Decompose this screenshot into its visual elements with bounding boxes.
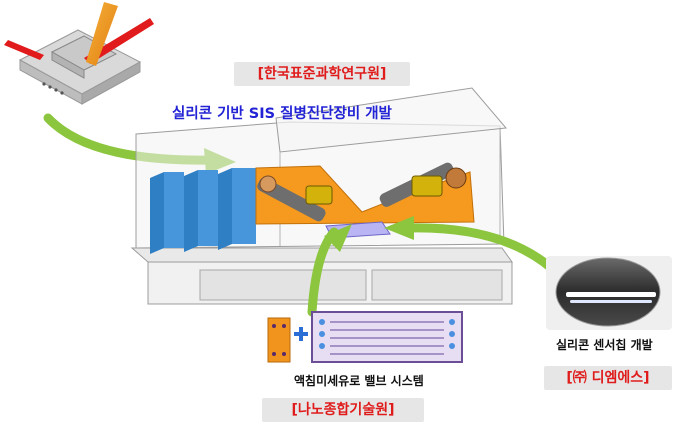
diagram-title: 실리콘 기반 SIS 질병진단장비 개발 <box>172 106 392 122</box>
silicon-sensor-wafer <box>546 256 672 330</box>
dms-label: [㈜ 디엠에스] <box>544 366 672 390</box>
spr-chip-illustration <box>4 2 154 105</box>
kriss-label: [한국표준과학연구원] <box>234 62 410 86</box>
optical-arms <box>257 162 467 222</box>
nnfc-label: [나노종합기술원] <box>262 398 424 422</box>
plus-icon <box>294 327 308 341</box>
microfluidic-valve-system <box>267 311 463 363</box>
blue-blocks <box>150 168 256 254</box>
sensor-caption: 실리콘 센서칩 개발 <box>556 338 653 352</box>
arrow-valve-to-device <box>307 224 352 317</box>
valve-caption: 액침미세유로 밸브 시스템 <box>294 374 424 388</box>
